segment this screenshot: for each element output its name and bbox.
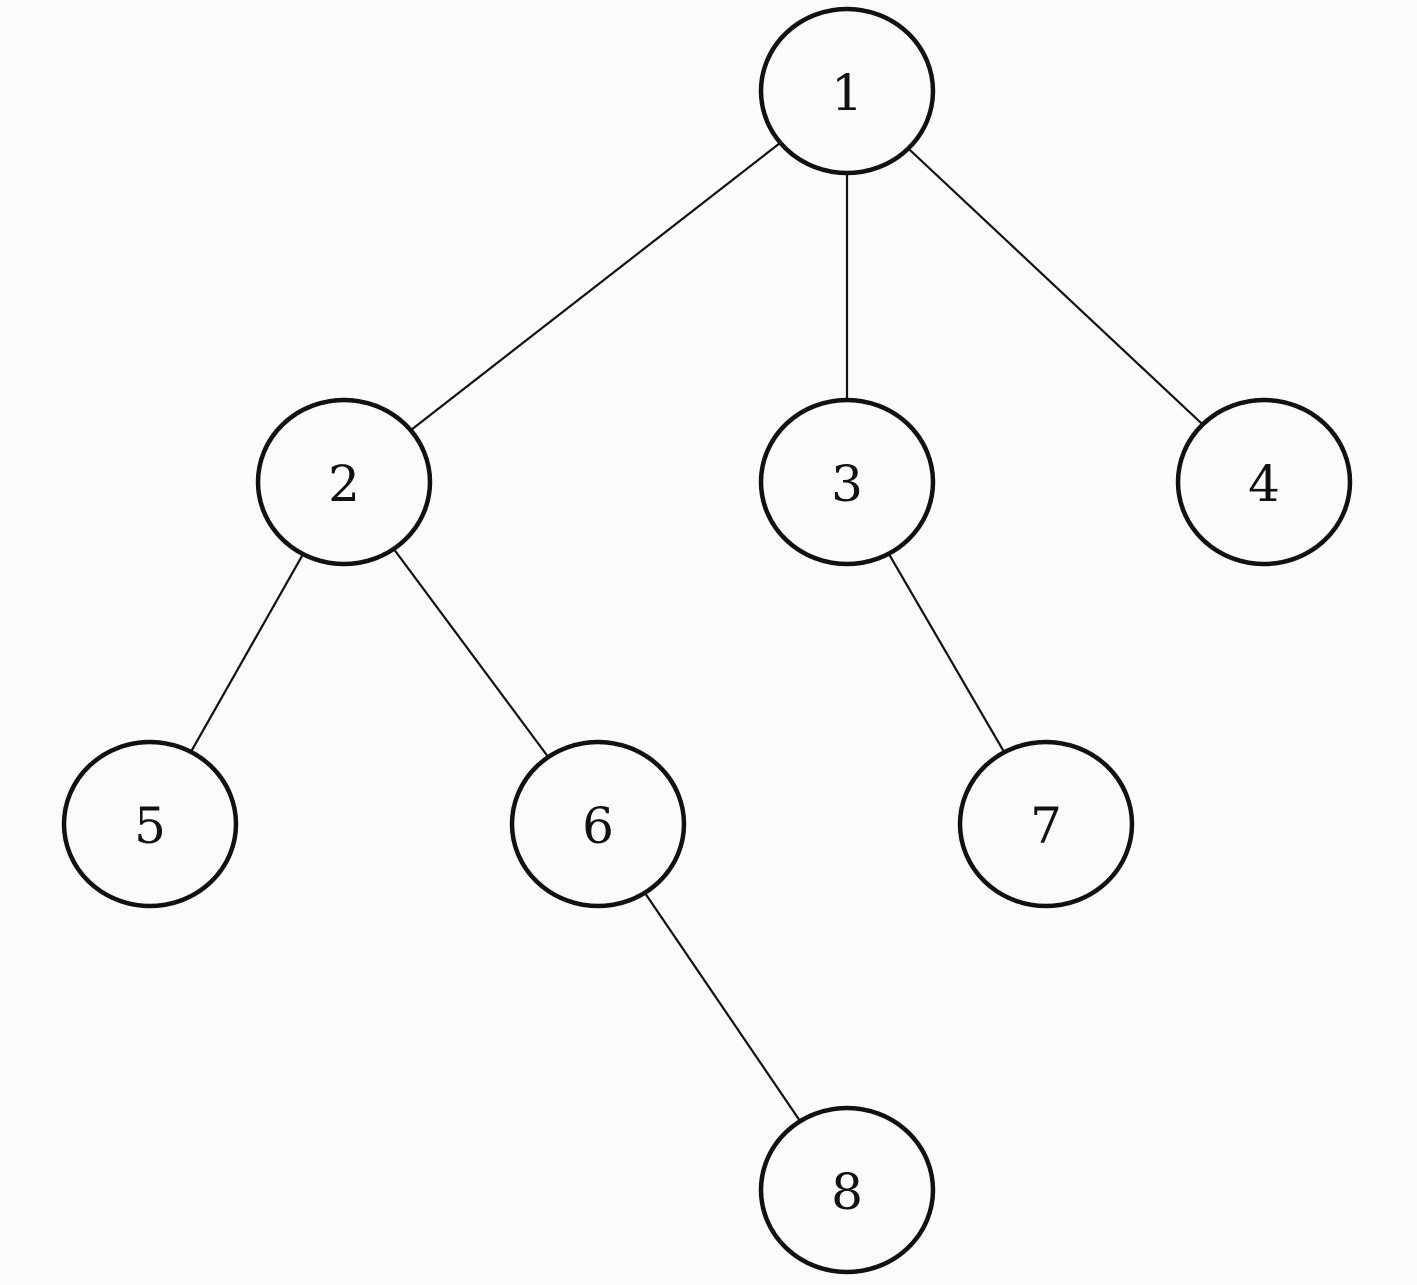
- node-label: 4: [1248, 455, 1280, 513]
- node-2: 2: [255, 397, 433, 567]
- node-label: 1: [831, 64, 863, 122]
- edge-1-4: [907, 147, 1204, 426]
- node-3: 3: [758, 397, 936, 567]
- node-circle: [1175, 397, 1353, 567]
- node-label: 2: [328, 455, 360, 513]
- node-label: 7: [1030, 797, 1062, 855]
- node-5: 5: [61, 739, 239, 909]
- node-6: 6: [509, 739, 687, 909]
- edges-layer: [189, 141, 1204, 1122]
- node-circle: [255, 397, 433, 567]
- node-label: 6: [582, 797, 614, 855]
- edge-1-2: [410, 141, 781, 432]
- node-label: 3: [831, 455, 863, 513]
- edge-6-8: [643, 892, 802, 1122]
- edge-3-7: [887, 553, 1006, 753]
- node-8: 8: [758, 1105, 936, 1275]
- node-7: 7: [957, 739, 1135, 909]
- node-4: 4: [1175, 397, 1353, 567]
- node-label: 8: [831, 1163, 863, 1221]
- node-circle: [957, 739, 1135, 909]
- node-circle: [509, 739, 687, 909]
- node-circle: [758, 397, 936, 567]
- edge-2-5: [189, 553, 305, 753]
- edge-2-6: [392, 548, 550, 758]
- node-label: 5: [134, 797, 166, 855]
- node-circle: [61, 739, 239, 909]
- nodes-layer: 1 2 3 4 5 6 7 8: [61, 6, 1353, 1275]
- node-circle: [758, 6, 936, 176]
- node-circle: [758, 1105, 936, 1275]
- node-1: 1: [758, 6, 936, 176]
